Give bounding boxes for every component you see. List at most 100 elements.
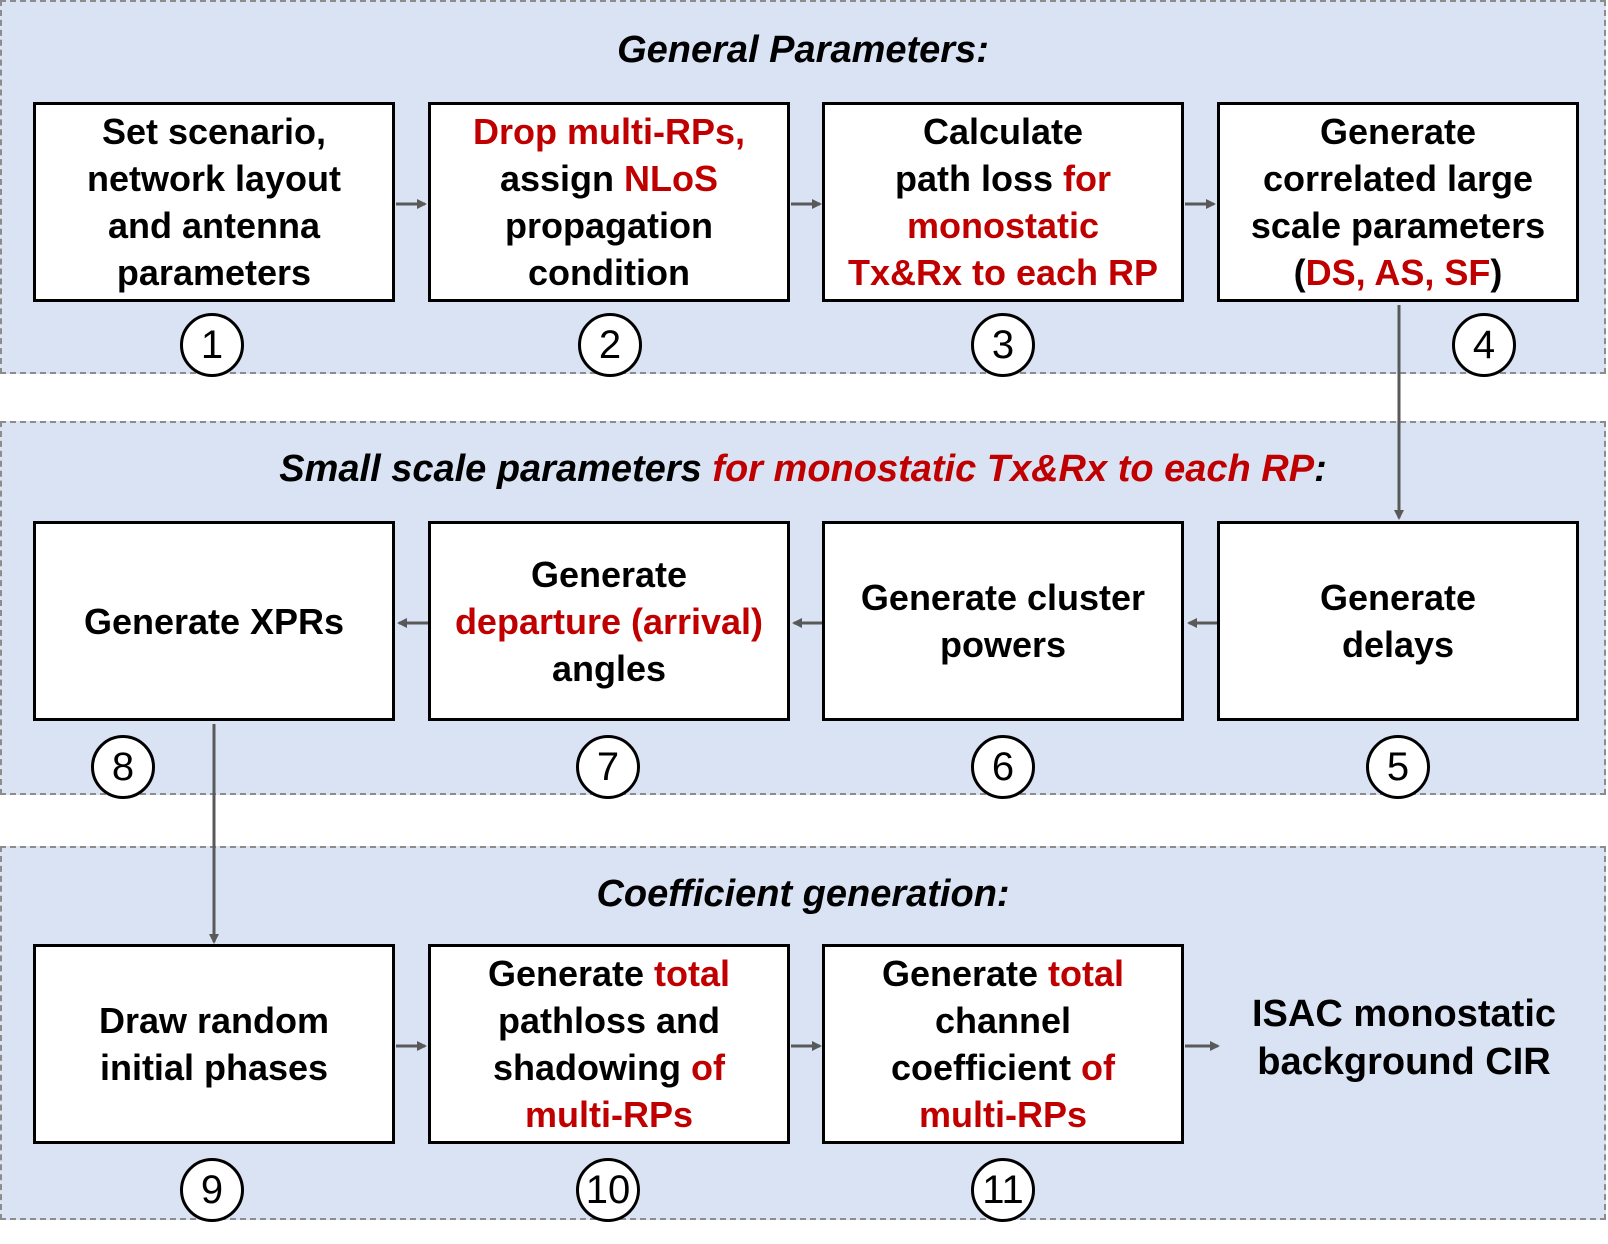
- step-box-4: Generate correlated large scale parameters…: [1217, 102, 1579, 302]
- step-text-run: scale parameters: [1250, 205, 1546, 246]
- step-text-run: multi-RPs: [918, 1094, 1087, 1135]
- step-text-1: Set scenario, network layout and antenna pa…: [87, 108, 341, 296]
- step-text-run: ): [1490, 252, 1503, 293]
- step-text-run: total: [654, 953, 731, 994]
- step-text-run: assign: [499, 158, 625, 199]
- section-title-run: Small scale parameters: [279, 448, 713, 490]
- step-line: Calculate: [848, 108, 1158, 155]
- step-box-6: Generate cluster powers: [822, 521, 1184, 721]
- step-line: Tx&Rx to each RP: [848, 249, 1158, 296]
- step-line: parameters: [87, 249, 341, 296]
- section-coefficient-generation: Coefficient generation:: [0, 846, 1606, 1220]
- step-text-run: correlated large: [1262, 158, 1534, 199]
- step-line: Generate: [455, 551, 763, 598]
- step-text-run: channel: [934, 1000, 1072, 1041]
- step-text-run: Tx&Rx to each RP: [847, 252, 1159, 293]
- step-line: propagation: [473, 202, 745, 249]
- step-text-run: Generate: [1319, 577, 1477, 618]
- step-text-run: Set scenario,: [101, 111, 327, 152]
- step-line: correlated large: [1251, 155, 1545, 202]
- section-title-general: General Parameters:: [2, 28, 1604, 72]
- step-text-run: monostatic: [906, 205, 1099, 246]
- step-number-8: 8: [91, 735, 155, 799]
- step-text-run: condition: [528, 252, 690, 293]
- step-text-run: Generate cluster: [860, 577, 1146, 618]
- step-text-run: Drop multi-RPs,: [472, 111, 745, 152]
- step-line: Generate XPRs: [84, 598, 344, 645]
- output-label: ISAC monostatic background CIR: [1224, 990, 1584, 1086]
- step-text-run: parameters: [116, 252, 312, 293]
- step-line: scale parameters: [1251, 202, 1545, 249]
- output-line-2: background CIR: [1257, 1041, 1551, 1083]
- step-line: Generate: [1251, 108, 1545, 155]
- step-line: shadowing of: [488, 1044, 730, 1091]
- step-text-run: for: [1063, 158, 1111, 199]
- output-line-1: ISAC monostatic: [1251, 993, 1557, 1035]
- step-text-run: Generate: [1319, 111, 1477, 152]
- step-line: delays: [1320, 621, 1476, 668]
- step-text-run: shadowing: [493, 1047, 691, 1088]
- step-text-run: and antenna: [107, 205, 320, 246]
- step-text-run: coefficient: [890, 1047, 1082, 1088]
- section-title-coefficient: Coefficient generation:: [2, 872, 1604, 916]
- step-text-run: pathloss and: [497, 1000, 720, 1041]
- step-text-run: DS, AS, SF: [1305, 252, 1491, 293]
- step-line: Draw random: [99, 997, 329, 1044]
- step-line: departure (arrival): [455, 598, 763, 645]
- step-line: multi-RPs: [488, 1091, 730, 1138]
- step-text-run: angles: [551, 647, 667, 689]
- step-line: Set scenario,: [87, 108, 341, 155]
- step-text-run: (: [1293, 252, 1306, 293]
- step-line: powers: [861, 621, 1145, 668]
- step-text-run: Generate XPRs: [83, 600, 345, 642]
- step-text-run: initial phases: [99, 1047, 329, 1088]
- step-line: Generate total: [488, 950, 730, 997]
- step-number-6: 6: [971, 735, 1035, 799]
- step-text-run: Generate: [487, 953, 655, 994]
- step-line: Generate: [1320, 574, 1476, 621]
- step-text-run: network layout: [86, 158, 342, 199]
- step-text-run: path loss: [894, 158, 1063, 199]
- section-title-run: :: [1314, 448, 1327, 490]
- section-title-run: Coefficient generation:: [596, 873, 1010, 915]
- step-text-run: NLoS: [624, 158, 719, 199]
- step-text-8: Generate XPRs: [84, 598, 344, 645]
- step-number-3: 3: [971, 313, 1035, 377]
- step-text-run: powers: [939, 624, 1067, 665]
- step-text-run: departure (arrival): [454, 600, 764, 642]
- step-text-4: Generate correlated large scale parameters…: [1251, 108, 1545, 296]
- step-line: channel: [882, 997, 1124, 1044]
- step-line: assign NLoS: [473, 155, 745, 202]
- step-line: coefficient of: [882, 1044, 1124, 1091]
- step-line: (DS, AS, SF): [1251, 249, 1545, 296]
- step-text-run: Generate: [530, 553, 688, 595]
- step-line: angles: [455, 645, 763, 692]
- step-number-9: 9: [180, 1158, 244, 1222]
- step-text-run: propagation: [505, 205, 713, 246]
- step-text-run: delays: [1341, 624, 1455, 665]
- step-line: Drop multi-RPs,: [473, 108, 745, 155]
- step-box-8: Generate XPRs: [33, 521, 395, 721]
- step-line: monostatic: [848, 202, 1158, 249]
- section-title-run: for monostatic Tx&Rx to each RP: [712, 448, 1315, 490]
- step-line: path loss for: [848, 155, 1158, 202]
- step-line: condition: [473, 249, 745, 296]
- step-text-run: multi-RPs: [524, 1094, 693, 1135]
- step-line: initial phases: [99, 1044, 329, 1091]
- step-text-run: of: [691, 1047, 725, 1088]
- step-line: and antenna: [87, 202, 341, 249]
- step-text-5: Generate delays: [1320, 574, 1476, 668]
- step-text-7: Generate departure (arrival) angles: [455, 551, 763, 692]
- step-text-run: of: [1081, 1047, 1115, 1088]
- step-text-run: Generate: [881, 953, 1049, 994]
- step-number-2: 2: [578, 313, 642, 377]
- section-title-small-scale: Small scale parameters for monostatic Tx…: [2, 447, 1604, 491]
